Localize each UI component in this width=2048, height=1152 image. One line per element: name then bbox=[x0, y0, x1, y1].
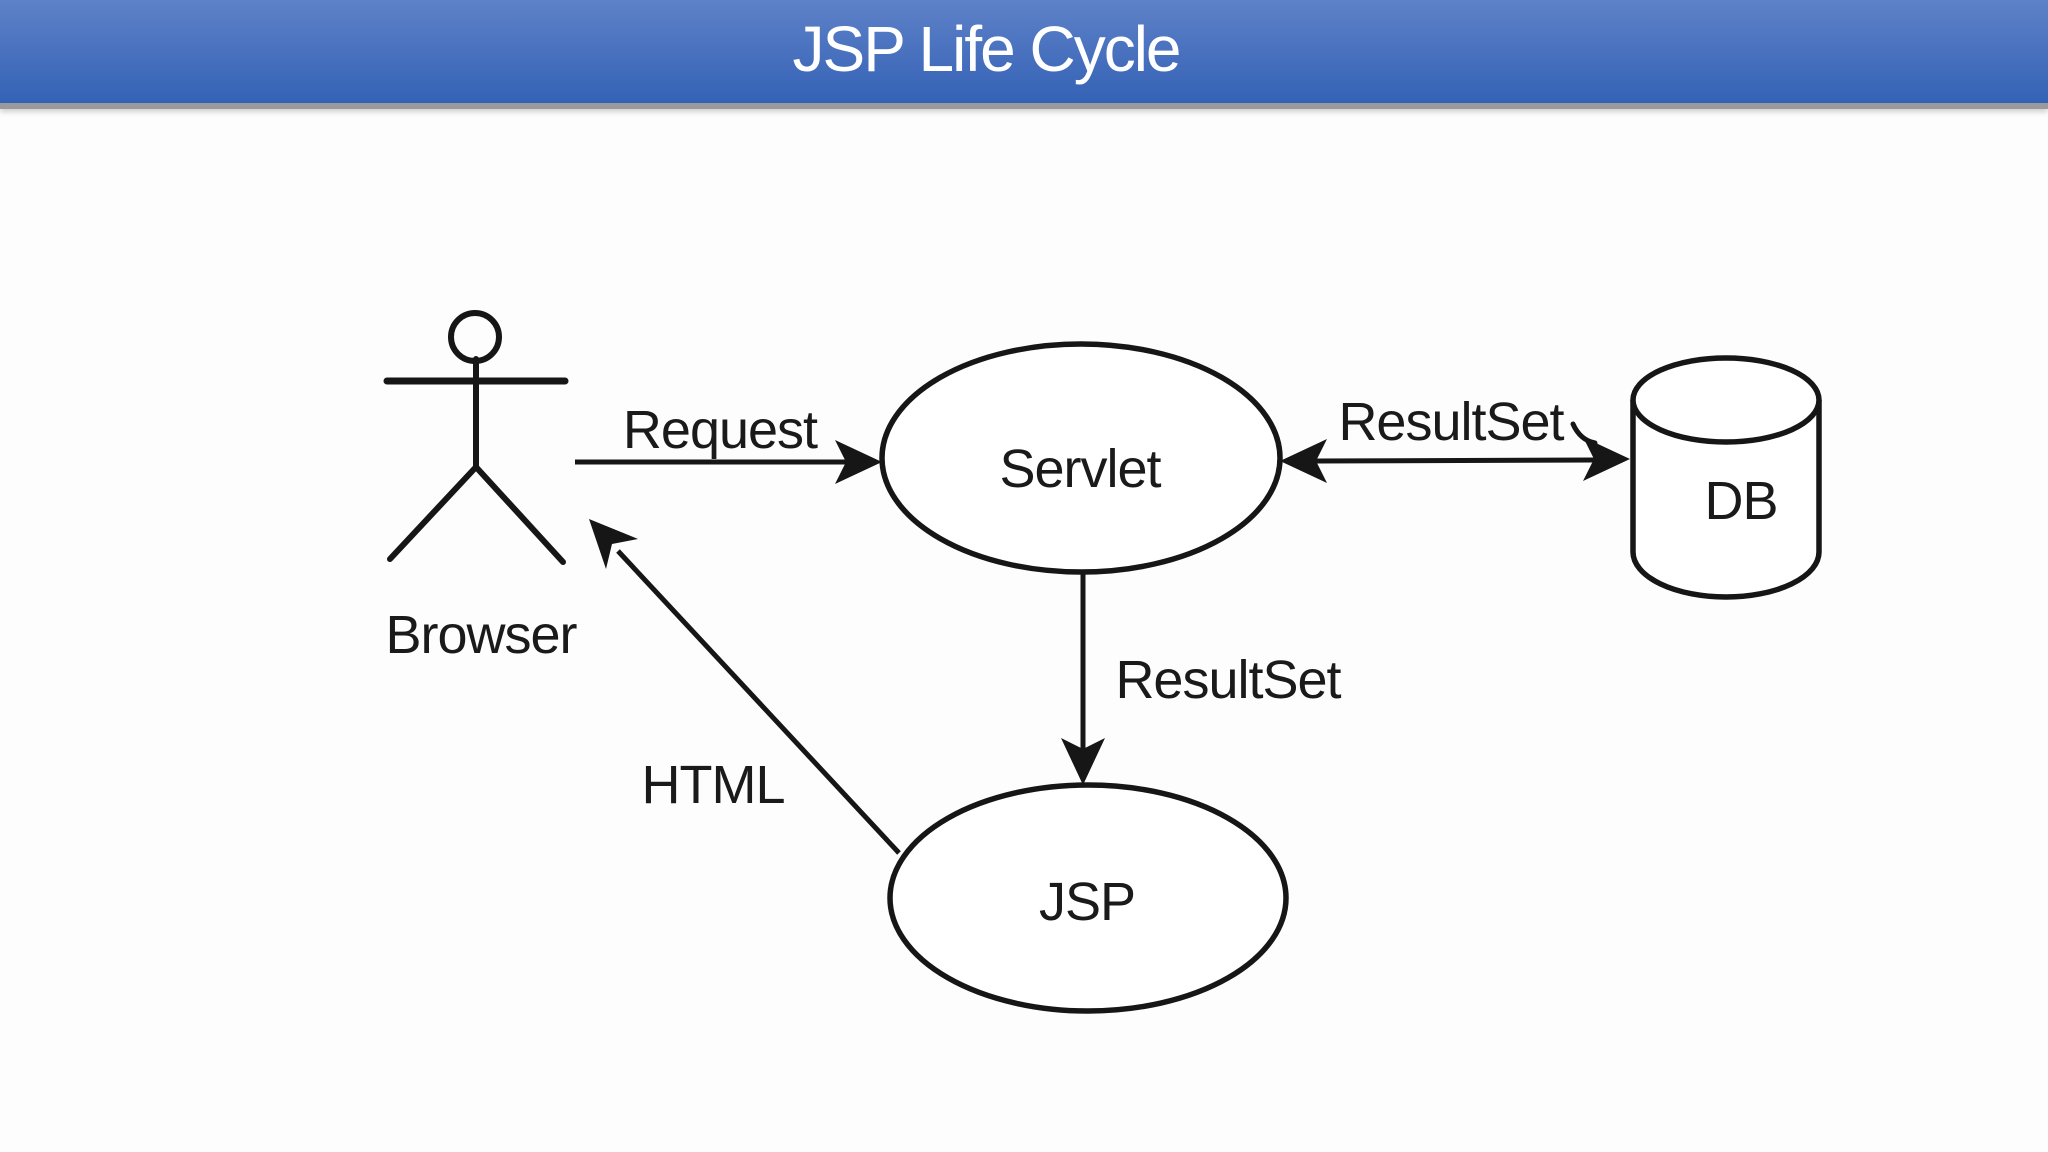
db-cylinder-body bbox=[1630, 400, 1822, 600]
actor-head bbox=[448, 310, 502, 364]
actor-leg-right bbox=[473, 464, 566, 565]
resultset-jsp-arrowhead bbox=[1061, 738, 1105, 785]
browser-actor-icon bbox=[383, 310, 569, 565]
html-label: HTML bbox=[642, 755, 785, 815]
request-arrowhead bbox=[835, 440, 882, 484]
resultset-db-arrowhead-left bbox=[1280, 439, 1327, 483]
html-arrow bbox=[589, 519, 901, 855]
resultset-db-label: ResultSet bbox=[1338, 392, 1564, 452]
servlet-label: Servlet bbox=[999, 439, 1161, 499]
html-arrowhead bbox=[589, 519, 638, 569]
resultset-db-arrow bbox=[1280, 421, 1630, 483]
db-label: DB bbox=[1704, 471, 1777, 531]
db-cylinder-top bbox=[1630, 355, 1822, 445]
resultset-db-arrowhead-right bbox=[1583, 437, 1630, 481]
browser-label: Browser bbox=[385, 605, 577, 665]
resultset-jsp-arrow bbox=[1061, 571, 1105, 785]
request-arrow bbox=[575, 440, 882, 484]
page-title: JSP Life Cycle bbox=[792, 13, 1182, 85]
actor-leg-left bbox=[387, 464, 479, 562]
resultset-db-arrow-line bbox=[1315, 457, 1595, 464]
html-arrow-line bbox=[616, 549, 901, 855]
request-label: Request bbox=[623, 400, 818, 460]
jsp-label: JSP bbox=[1039, 872, 1135, 932]
jsp-ellipse bbox=[887, 782, 1289, 1014]
db-cylinder-icon bbox=[1630, 355, 1822, 600]
resultset-db-label-tail bbox=[1570, 421, 1598, 446]
title-bar: JSP Life Cycle bbox=[0, 0, 2048, 109]
resultset-jsp-label: ResultSet bbox=[1115, 650, 1341, 710]
